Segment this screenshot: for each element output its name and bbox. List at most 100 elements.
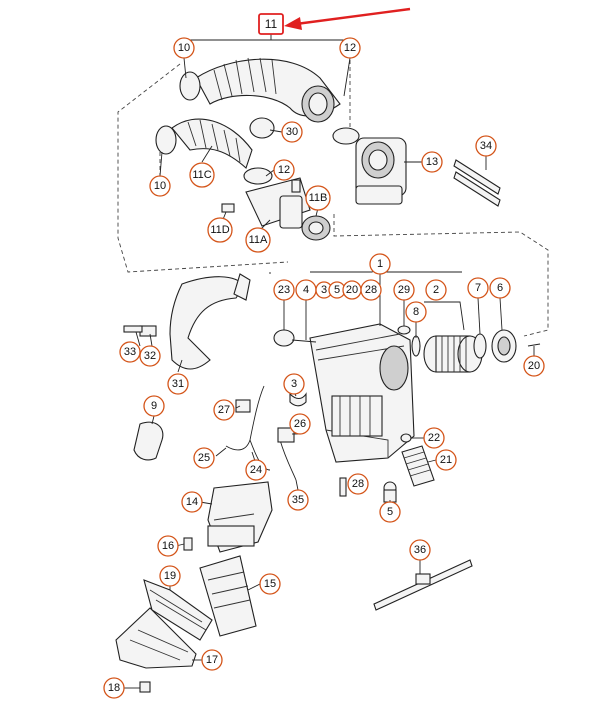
svg-text:10: 10 [154,180,166,192]
air-mass-sensor [221,177,331,241]
air-filter-housing [309,323,415,463]
filter-element [423,335,483,373]
svg-text:31: 31 [172,378,184,390]
svg-text:11: 11 [265,17,278,31]
svg-text:3: 3 [321,284,327,296]
svg-text:32: 32 [144,350,156,362]
callout-27: 27 [213,399,235,421]
callout-11b: 11B [305,185,331,211]
svg-text:17: 17 [206,654,218,666]
svg-text:4: 4 [303,284,309,296]
svg-text:28: 28 [352,478,364,490]
callout-20-right: 20 [523,355,545,377]
svg-text:35: 35 [292,494,304,506]
throttle-body [355,137,407,205]
callout-24: 24 [245,459,267,481]
svg-text:6: 6 [497,282,503,294]
clamp-12-lower [243,167,273,185]
callout-36: 36 [409,539,431,561]
cable-tie-36 [373,559,473,611]
pin-28 [339,477,347,497]
callout-10-lower: 10 [149,175,171,197]
callout-34: 34 [475,135,497,157]
connector-26 [277,427,295,443]
svg-text:11C: 11C [192,169,211,181]
svg-text:15: 15 [264,578,276,590]
plug-22 [400,433,412,443]
callout-8: 8 [405,301,427,323]
callout-18: 18 [103,677,125,699]
bracket-15 [199,555,257,637]
callout-14: 14 [181,491,203,513]
svg-text:34: 34 [480,140,492,152]
callout-16: 16 [157,535,179,557]
callout-11d: 11D [207,217,233,243]
callout-17: 17 [201,649,223,671]
svg-text:21: 21 [440,454,452,466]
callout-5-lower: 5 [379,501,401,523]
intake-hose-upper [179,57,341,123]
svg-text:30: 30 [286,126,298,138]
svg-text:8: 8 [413,306,419,318]
clamp-12 [332,127,360,145]
shield-19 [143,579,213,641]
callout-29: 29 [393,279,415,301]
svg-text:14: 14 [186,496,198,508]
callout-6: 6 [489,277,511,299]
callout-4: 4 [295,279,317,301]
washer-23 [273,329,295,347]
callout-3-lower: 3 [283,373,305,395]
svg-text:12: 12 [344,42,356,54]
callout-12: 12 [339,37,361,59]
callout-33: 33 [119,341,141,363]
seal-8 [411,335,421,357]
highlight-arrow [284,7,411,30]
screw-16 [183,537,193,551]
screw-18 [139,681,151,693]
clip-27 [235,399,251,413]
screw-20 [527,343,541,347]
callout-22: 22 [423,427,445,449]
callout-11c: 11C [189,162,215,188]
callout-20: 20 [342,280,362,300]
callout-2: 2 [425,279,447,301]
svg-text:19: 19 [164,570,176,582]
bellows [401,445,435,487]
svg-text:20: 20 [528,360,540,372]
upper-assembly-frame [117,34,549,337]
svg-text:7: 7 [475,282,481,294]
callout-28: 28 [360,279,382,301]
svg-text:22: 22 [428,432,440,444]
svg-text:27: 27 [218,404,230,416]
svg-text:16: 16 [162,540,174,552]
svg-text:18: 18 [108,682,120,694]
svg-text:2: 2 [433,284,439,296]
undertray-17 [115,607,197,669]
callout-19: 19 [159,565,181,587]
callout-15: 15 [259,573,281,595]
o-ring-30 [249,117,275,139]
svg-text:9: 9 [151,400,157,412]
callout-28-lower: 28 [347,473,369,495]
svg-text:28: 28 [365,284,377,296]
svg-text:23: 23 [278,284,290,296]
svg-text:5: 5 [387,506,393,518]
callout-30: 30 [281,121,303,143]
callout-32: 32 [139,345,161,367]
callout-9: 9 [143,395,165,417]
bolt-4 [291,339,317,343]
callout-10: 10 [173,37,195,59]
highlighted-part-label: 11 [258,13,284,35]
intake-hose-lower [155,118,253,169]
callout-23: 23 [273,279,295,301]
svg-text:12: 12 [278,164,290,176]
svg-text:26: 26 [294,418,306,430]
svg-text:36: 36 [414,544,426,556]
seal-ring-7 [473,333,487,359]
svg-text:11D: 11D [210,224,229,236]
svg-text:5: 5 [334,284,340,296]
end-cap-6 [491,329,517,363]
valve-5 [383,481,397,503]
hose-3 [289,392,307,407]
